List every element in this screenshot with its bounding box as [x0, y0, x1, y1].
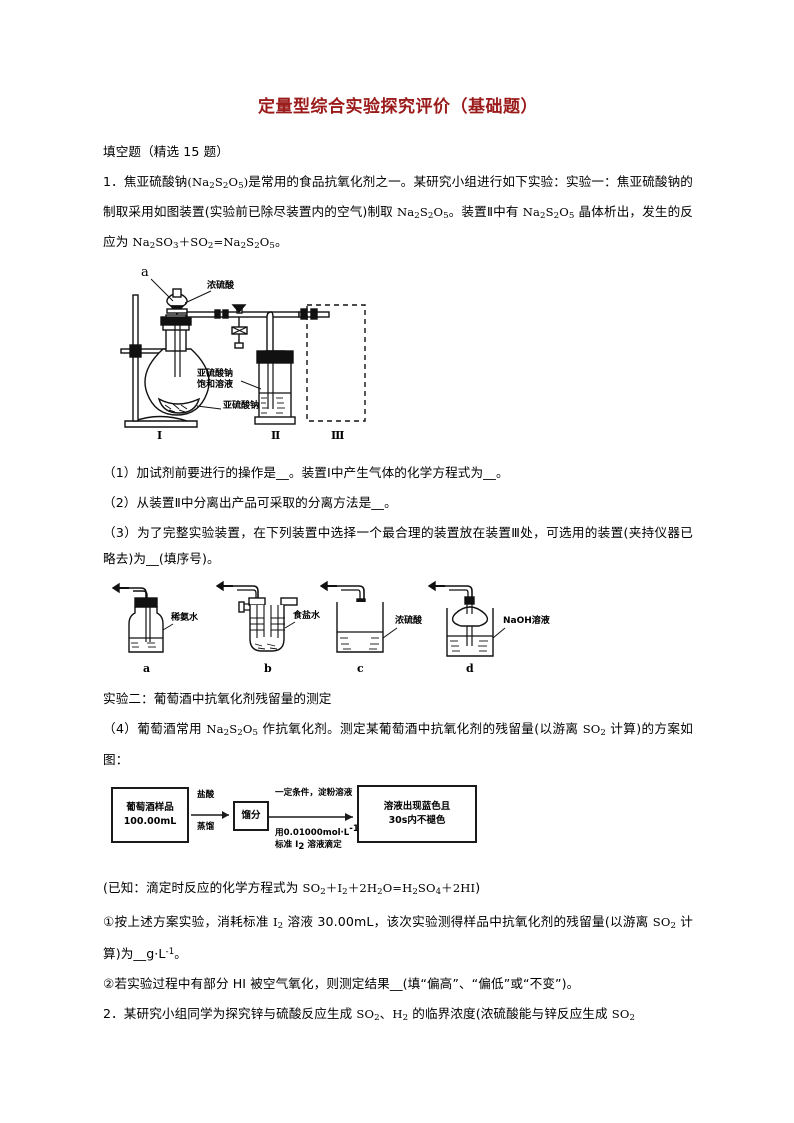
q2-formula-h2: H2 [392, 1006, 409, 1023]
flowchart-box-endpoint-line2: 30s内不褪色 [388, 814, 446, 826]
q1-sub4-text-b: 作抗氧化剂。测定某葡萄酒中抗氧化剂的残留量(以游离 [258, 721, 583, 737]
item1-text-b: 溶液 30.00mL，该次实验测得样品中抗氧化剂的残留量(以游离 [283, 913, 653, 929]
q1-text-part-2: 是常用的食品抗氧化剂之一。某研究小组进行如下实验：实验一：焦亚硫酸钠的制取采用如… [103, 174, 694, 220]
q1-text-part-4: 晶体析出，发生的反应为 [103, 204, 693, 250]
question-1-sub-3: （3）为了完整实验装置，在下列装置中选择一个最合理的装置放在装置Ⅲ处，可选用的装… [103, 525, 693, 567]
q1-sub4-formula-na2s2o5: Na2S2O5 [206, 722, 259, 739]
apparatus-svg [120, 279, 366, 429]
experiment-2-heading: 实验二：葡萄酒中抗氧化剂残留量的测定 [103, 691, 332, 707]
q1-sub4-text-a: （4）葡萄酒常用 [103, 721, 207, 737]
q2-text-b: 、 [379, 1005, 393, 1021]
apparatus-label-conc-sulfuric-acid: 浓硫酸 [207, 281, 235, 292]
q1-formula-na2s2o5-1: (Na2S2O5) [187, 175, 249, 192]
q2-text-a: 2．某研究小组同学为探究锌与硫酸反应生成 [103, 1005, 357, 1021]
q1-formula-na2s2o5-2: Na2S2O5 [397, 205, 449, 222]
apparatus-label-a: a [141, 265, 149, 281]
document-content: 定量型综合实验探究评价（基础题） 填空题（精选 15 题） 1．焦亚硫酸钠(Na… [103, 92, 693, 1035]
flowchart-std-i2-b: 溶液滴定 [304, 839, 342, 850]
item1-unit-exponent: -1 [165, 946, 175, 957]
option-d-letter: d [466, 662, 474, 676]
question-1-known-info: (已知：滴定时反应的化学方程式为 SO2＋I2＋2H2O=H2SO4＋2HI) [103, 875, 693, 905]
options-figure: 稀氨水 食盐水 浓硫酸 NaOH溶液 a b c d [109, 580, 559, 680]
option-b-label: 食盐水 [293, 611, 321, 622]
question-2-stem: 2．某研究小组同学为探究锌与硫酸反应生成 SO2、H2 的临界浓度(浓硫酸能与锌… [103, 1001, 693, 1031]
known-equation: SO2＋I2＋2H2O=H2SO4＋2HI [302, 880, 476, 897]
question-1-sub-4: （4）葡萄酒常用 Na2S2O5 作抗氧化剂。测定某葡萄酒中抗氧化剂的残留量(以… [103, 716, 693, 772]
item1-text-a: ①按上述方案实验，消耗标准 [103, 913, 273, 929]
option-d-label: NaOH溶液 [503, 616, 550, 627]
apparatus-label-sodium-sulfite-saturated: 亚硫酸钠 饱和溶液 [197, 369, 234, 391]
option-b-letter: b [264, 662, 272, 676]
flowchart-arrow1-top-label: 盐酸 [197, 789, 215, 800]
section-heading: 填空题（精选 15 题） [103, 144, 229, 159]
option-a-label: 稀氨水 [171, 613, 199, 624]
item1-text-c: 计算)为__g·L [103, 913, 693, 961]
flowchart-arrow2-top-label: 一定条件，淀粉溶液 [275, 787, 353, 798]
apparatus-roman-2: Ⅱ [271, 429, 281, 443]
flowchart-box-sample-line2: 100.00mL [123, 815, 177, 827]
known-text-b: ) [475, 879, 481, 895]
q1-equation-1: Na2SO3＋SO2=Na2S2O5 [132, 235, 275, 252]
flowchart-std-i2-sub: 2 [298, 841, 305, 852]
page-title: 定量型综合实验探究评价（基础题） [258, 97, 538, 117]
apparatus-label-sodium-sulfite: 亚硫酸钠 [223, 401, 260, 412]
q2-formula-so2-1: SO2 [356, 1006, 380, 1023]
q1-text-part-1: 1．焦亚硫酸钠 [103, 174, 188, 189]
q2-formula-so2-2: SO2 [611, 1006, 636, 1023]
question-1-sub-2: （2）从装置Ⅱ中分离出产品可采取的分离方法是__。 [103, 495, 397, 511]
flowchart-box-sample: 葡萄酒样品 100.00mL [111, 786, 189, 843]
flowchart-box-endpoint: 溶液出现蓝色且 30s内不褪色 [357, 784, 477, 843]
question-1-stem: 1．焦亚硫酸钠(Na2S2O5)是常用的食品抗氧化剂之一。某研究小组进行如下实验… [103, 169, 693, 259]
flowchart-box-distillate-label: 馏分 [241, 809, 261, 821]
apparatus-roman-3: Ⅲ [331, 429, 345, 443]
options-svg [111, 581, 506, 658]
item1-formula-i2: I2 [272, 914, 284, 931]
item1-formula-so2: SO2 [652, 914, 677, 931]
item1-text-d: 。 [174, 945, 187, 961]
apparatus-roman-1: Ⅰ [157, 429, 163, 443]
flowchart-conc-exponent: -1 [349, 823, 359, 834]
titration-flowchart: 葡萄酒样品 100.00mL 盐酸 蒸馏 馏分 一定条件，淀粉溶液 用0.010… [111, 783, 531, 865]
flowchart-box-distillate: 馏分 [233, 800, 269, 831]
known-text-a: (已知：滴定时反应的化学方程式为 [103, 879, 303, 895]
flowchart-arrow2-bottom-label: 标准 I2 溶液滴定 [275, 839, 342, 853]
q1-text-part-3: 。装置Ⅱ中有 [448, 204, 523, 220]
apparatus-figure: a 浓硫酸 亚硫酸钠 饱和溶液 亚硫酸钠 Ⅰ Ⅱ Ⅲ [111, 265, 371, 454]
flowchart-std-i2-a: 标准 I [275, 839, 299, 850]
flowchart-arrow2-mid-label: 用0.01000mol·L-1 [275, 823, 359, 839]
q1-formula-na2s2o5-3: Na2S2O5 [522, 205, 575, 222]
q1-sub4-text-c: 计算)的方案如图： [103, 721, 694, 767]
flowchart-box-sample-line1: 葡萄酒样品 [126, 801, 174, 813]
question-1-item-2: ②若实验过程中有部分 HI 被空气氧化，则测定结果__(填“偏高”、“偏低”或“… [103, 975, 580, 991]
q1-sub4-formula-so2: SO2 [582, 722, 606, 739]
q1-text-part-5: 。 [274, 234, 288, 250]
q2-text-c: 的临界浓度(浓硫酸能与锌反应生成 [408, 1005, 612, 1021]
option-c-label: 浓硫酸 [395, 616, 423, 627]
flowchart-svg [191, 810, 353, 821]
option-c-letter: c [357, 662, 364, 676]
flowchart-arrow1-bottom-label: 蒸馏 [197, 821, 215, 832]
question-1-sub-1: （1）加试剂前要进行的操作是__。装置Ⅰ中产生气体的化学方程式为__。 [103, 465, 509, 481]
question-1-item-1: ①按上述方案实验，消耗标准 I2 溶液 30.00mL，该次实验测得样品中抗氧化… [103, 909, 693, 967]
flowchart-conc-value: 用0.01000mol·L [275, 827, 350, 838]
option-a-letter: a [143, 662, 151, 676]
flowchart-box-endpoint-line1: 溶液出现蓝色且 [383, 800, 451, 812]
